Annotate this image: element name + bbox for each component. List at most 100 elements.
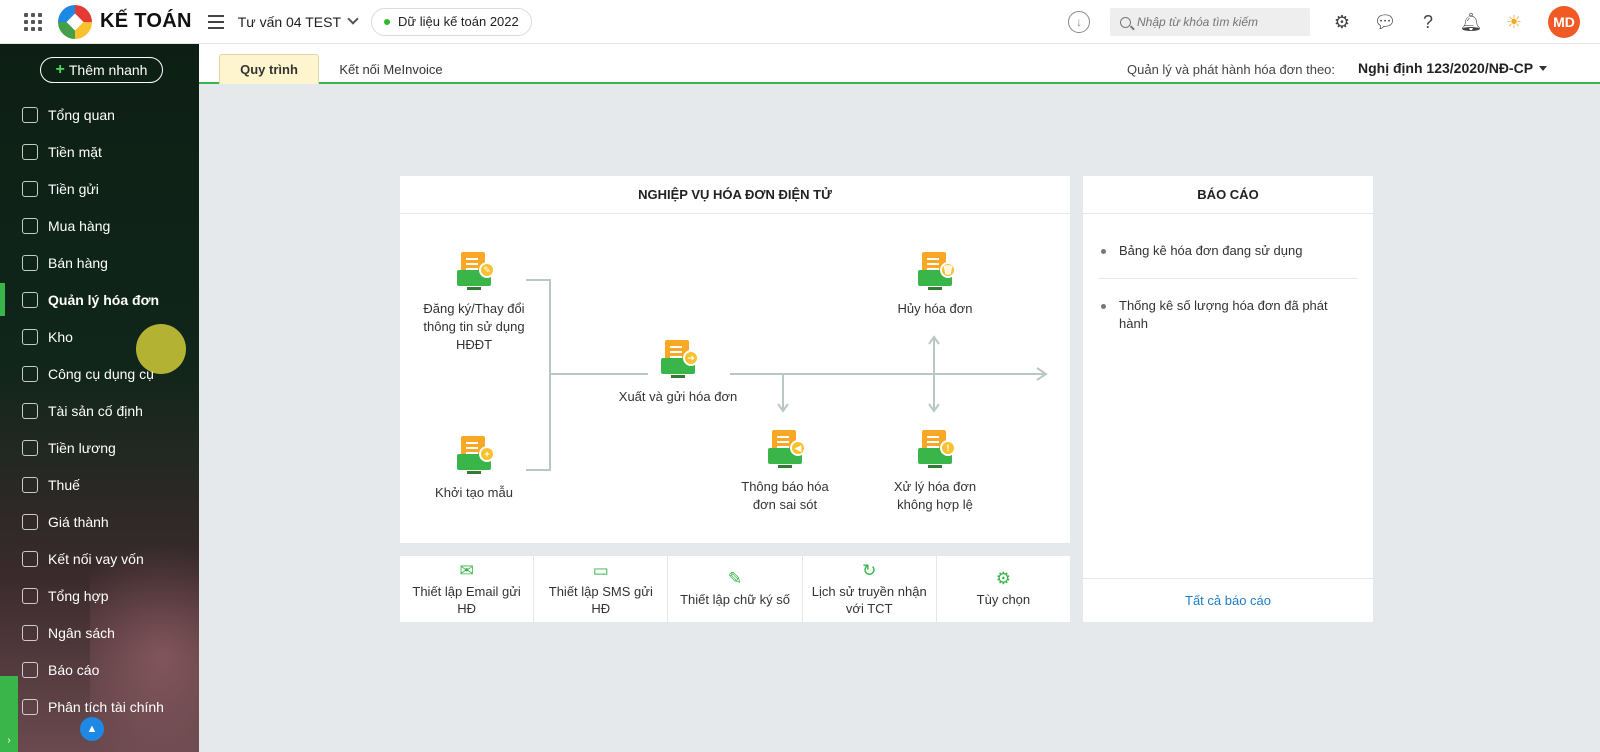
notify-error-icon: ◀ — [768, 430, 806, 468]
sidebar-item[interactable]: Kết nối vay vốn — [0, 540, 199, 577]
options-label: Tùy chọn — [976, 592, 1031, 607]
brand-name: KẾ TOÁN — [100, 10, 192, 32]
plus-icon: + — [55, 61, 65, 78]
sidebar-item[interactable]: Tài sản cố định — [0, 392, 199, 429]
shopping-bag-icon — [22, 217, 38, 234]
payroll-icon — [22, 439, 38, 456]
sidebar-item[interactable]: Quản lý hóa đơn — [0, 281, 199, 318]
search-input[interactable] — [1137, 15, 1297, 29]
sidebar-item[interactable]: Tiền gửi — [0, 170, 199, 207]
lightbulb-icon[interactable]: ☀ — [1505, 11, 1523, 32]
chevron-down-icon — [347, 13, 359, 25]
sidebar-item[interactable]: Tổng hợp — [0, 577, 199, 614]
report-panel: BÁO CÁO Bảng kê hóa đơn đang sử dụng Thố… — [1083, 176, 1373, 622]
report-icon — [22, 661, 38, 678]
all-reports-link[interactable]: Tất cả báo cáo — [1083, 578, 1373, 622]
user-avatar[interactable]: MD — [1548, 6, 1580, 38]
sidebar-item-label: Tổng hợp — [48, 587, 109, 604]
register-label: Đăng ký/Thay đổi thông tin sử dụng HĐĐT — [423, 301, 525, 352]
scroll-up-icon[interactable]: ▲ — [80, 717, 104, 741]
sms-setup-button[interactable]: ▭ Thiết lập SMS gửi HĐ — [534, 556, 669, 622]
download-icon[interactable]: ↓ — [1068, 11, 1090, 33]
search-icon — [1120, 16, 1131, 28]
analytics-icon — [22, 698, 38, 715]
report-link-invoices-in-use[interactable]: Bảng kê hóa đơn đang sử dụng — [1083, 242, 1373, 260]
email-setup-label: Thiết lập Email gửi HĐ — [412, 583, 521, 616]
help-icon[interactable]: ? — [1422, 11, 1433, 32]
cart-icon — [22, 254, 38, 271]
email-setup-button[interactable]: ✉ Thiết lập Email gửi HĐ — [400, 556, 535, 622]
sidebar-item-label: Báo cáo — [48, 661, 100, 678]
sidebar-item[interactable]: Bán hàng — [0, 244, 199, 281]
search-box[interactable] — [1110, 8, 1310, 36]
divider — [1099, 278, 1357, 279]
sidebar-item[interactable]: Tiền lương — [0, 429, 199, 466]
sidebar-item-label: Công cụ dụng cụ — [48, 365, 154, 382]
sidebar-item-label: Tổng quan — [48, 106, 115, 123]
sidebar-item[interactable]: Thuế — [0, 466, 199, 503]
report-panel-title: BÁO CÁO — [1083, 176, 1373, 214]
decree-selector[interactable]: Nghị định 123/2020/NĐ-CP — [1358, 60, 1548, 76]
status-dot-icon — [384, 18, 391, 25]
cancel-label: Hủy hóa đơn — [897, 301, 973, 316]
notification-bell-icon[interactable]: 🔔︎ — [1459, 11, 1483, 32]
sidebar-item[interactable]: Công cụ dụng cụ — [0, 355, 199, 392]
sidebar-item-label: Tiền mặt — [48, 143, 102, 160]
issue-send-icon: ➜ — [661, 340, 699, 378]
sidebar-item-label: Tiền gửi — [48, 180, 99, 197]
warehouse-icon — [22, 328, 38, 345]
price-tag-icon — [22, 513, 38, 530]
sidebar-item[interactable]: Giá thành — [0, 503, 199, 540]
signature-icon: ✎ — [727, 569, 743, 588]
sidebar-item[interactable]: Mua hàng — [0, 207, 199, 244]
chart-pie-icon — [22, 106, 38, 123]
dataset-name: Dữ liệu kế toán 2022 — [398, 14, 519, 29]
signature-setup-label: Thiết lập chữ ký số — [680, 592, 790, 607]
report-link-issued-count[interactable]: Thống kê số lượng hóa đơn đã phát hành — [1083, 297, 1373, 333]
sidebar-item-label: Ngân sách — [48, 624, 115, 641]
handle-invalid-label: Xử lý hóa đơn không hợp lệ — [893, 479, 977, 512]
chat-icon[interactable]: 💬︎ — [1373, 11, 1397, 32]
sidebar-item-label: Bán hàng — [48, 254, 108, 271]
quick-add-button[interactable]: + Thêm nhanh — [40, 57, 163, 83]
cancel-node[interactable]: 🗑︎ Hủy hóa đơn — [880, 252, 990, 318]
issue-send-node[interactable]: ➜ Xuất và gửi hóa đơn — [618, 340, 738, 406]
notify-error-node[interactable]: ◀ Thông báo hóa đơn sai sót — [730, 430, 840, 514]
folder-icon — [22, 587, 38, 604]
tab-process[interactable]: Quy trình — [219, 54, 319, 84]
loan-icon — [22, 550, 38, 567]
menu-toggle-icon[interactable] — [207, 14, 224, 29]
tax-icon — [22, 476, 38, 493]
dataset-selector[interactable]: Dữ liệu kế toán 2022 — [371, 7, 532, 36]
signature-setup-button[interactable]: ✎ Thiết lập chữ ký số — [668, 556, 803, 622]
handle-invalid-node[interactable]: ! Xử lý hóa đơn không hợp lệ — [880, 430, 990, 514]
einvoice-process-panel: NGHIỆP VỤ HÓA ĐƠN ĐIỆN TỬ ✎ Đăng ký/Thay — [400, 176, 1070, 543]
sidebar-item[interactable]: Tiền mặt — [0, 133, 199, 170]
decree-label: Quản lý và phát hành hóa đơn theo: — [1127, 62, 1336, 77]
tab-bar: Quy trình Kết nối MeInvoice Quản lý và p… — [199, 44, 1600, 84]
einvoice-panel-title: NGHIỆP VỤ HÓA ĐƠN ĐIỆN TỬ — [400, 176, 1070, 214]
sidebar-item-label: Tiền lương — [48, 439, 116, 456]
tct-history-button[interactable]: ↻ Lịch sử truyền nhận với TCT — [803, 556, 937, 622]
warning-invoice-icon: ! — [918, 430, 956, 468]
sidebar-item[interactable]: Phân tích tài chính — [0, 688, 199, 725]
notify-error-label: Thông báo hóa đơn sai sót — [741, 479, 829, 512]
company-selector[interactable]: Tư vấn 04 TEST — [238, 13, 359, 30]
tab-meinvoice-connect[interactable]: Kết nối MeInvoice — [339, 61, 443, 77]
issue-send-label: Xuất và gửi hóa đơn — [618, 389, 738, 404]
app-grid-icon[interactable] — [24, 12, 42, 31]
sidebar-expand-tab[interactable]: › — [0, 676, 18, 752]
history-icon: ↻ — [862, 560, 877, 580]
settings-gear-icon[interactable]: ⚙ — [1333, 11, 1351, 32]
invoice-icon — [22, 291, 38, 308]
sidebar-item[interactable]: Tổng quan — [0, 96, 199, 133]
options-button[interactable]: ⚙ Tùy chọn — [937, 556, 1070, 622]
cancel-invoice-icon: 🗑︎ — [918, 252, 956, 290]
sidebar-item[interactable]: Kho — [0, 318, 199, 355]
sidebar-item[interactable]: Ngân sách — [0, 614, 199, 651]
create-template-node[interactable]: + Khởi tạo mẫu — [414, 436, 534, 502]
register-node[interactable]: ✎ Đăng ký/Thay đổi thông tin sử dụng HĐĐ… — [414, 252, 534, 354]
sidebar-item[interactable]: Báo cáo — [0, 651, 199, 688]
misa-logo-icon — [58, 4, 92, 39]
